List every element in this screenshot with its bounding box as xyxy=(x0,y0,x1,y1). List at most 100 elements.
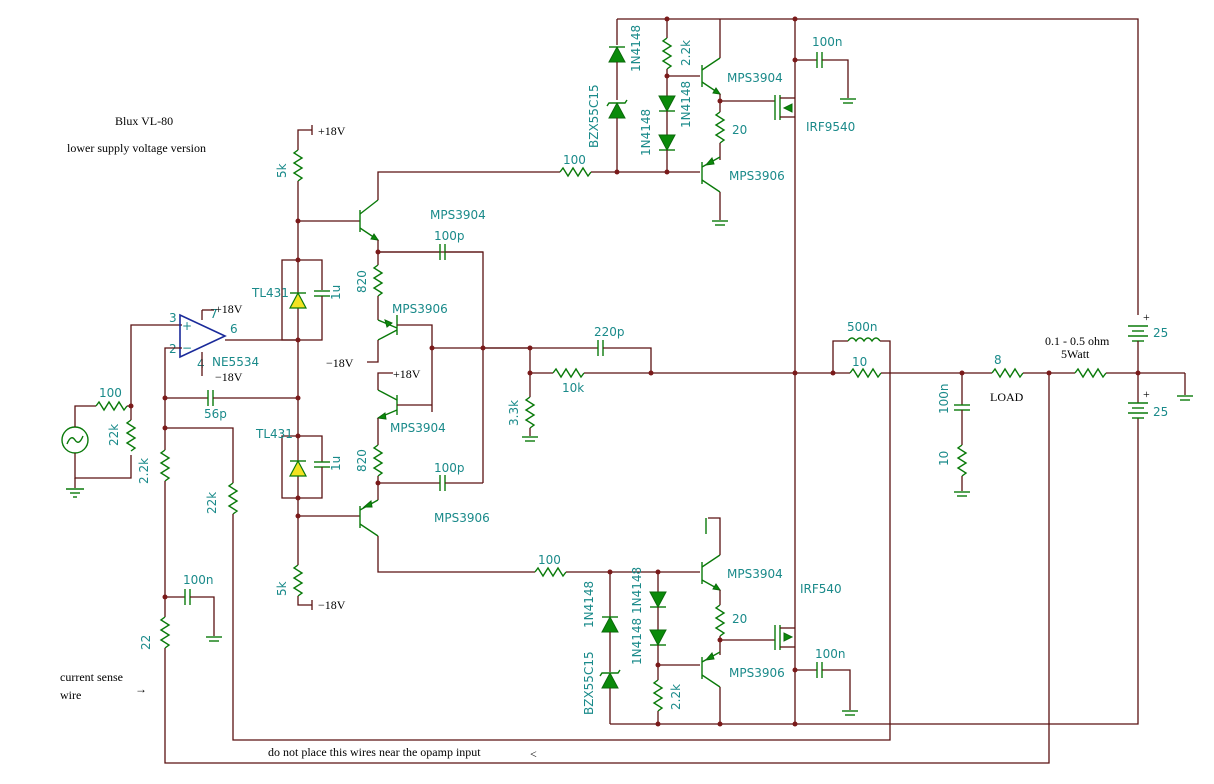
transistor-mps3906-mid: MPS3906 xyxy=(377,302,448,341)
transistor-mps3904-upper: MPS3904 xyxy=(359,199,486,241)
svg-text:2.2k: 2.2k xyxy=(669,684,683,710)
svg-text:−: − xyxy=(182,341,192,355)
capacitor-100n-bottom: 100n xyxy=(795,647,858,716)
transistor-mps3904-mid: MPS3904 xyxy=(376,389,446,435)
resistor-10k: 10k xyxy=(552,367,585,395)
svg-text:220p: 220p xyxy=(594,325,625,339)
svg-text:+: + xyxy=(182,319,192,333)
svg-text:1u: 1u xyxy=(329,285,343,300)
zener-top: 1N4148 BZX55C15 xyxy=(587,19,643,172)
svg-text:820: 820 xyxy=(355,449,369,472)
svg-text:20: 20 xyxy=(732,612,747,626)
svg-text:2: 2 xyxy=(169,342,177,356)
svg-text:TL431: TL431 xyxy=(251,286,289,300)
resistor-5k-bottom: 5k −18V xyxy=(275,516,346,612)
svg-text:1N4148: 1N4148 xyxy=(679,81,693,128)
svg-text:22k: 22k xyxy=(205,492,219,514)
svg-text:2.2k: 2.2k xyxy=(137,458,151,484)
zener-bottom: 1N4148 BZX55C15 xyxy=(582,572,795,725)
svg-text:10k: 10k xyxy=(562,381,584,395)
svg-text:20: 20 xyxy=(732,123,747,137)
svg-text:100: 100 xyxy=(99,386,122,400)
svg-text:BZX55C15: BZX55C15 xyxy=(587,84,601,148)
svg-text:MPS3906: MPS3906 xyxy=(392,302,448,316)
mosfet-irf9540: IRF9540 xyxy=(774,95,855,134)
svg-text:TL431: TL431 xyxy=(255,427,293,441)
top-rail-18v: +18V xyxy=(297,124,346,150)
svg-text:MPS3906: MPS3906 xyxy=(729,169,785,183)
svg-text:MPS3904: MPS3904 xyxy=(727,567,783,581)
svg-text:100: 100 xyxy=(538,553,561,567)
svg-text:3.3k: 3.3k xyxy=(507,400,521,426)
svg-text:25: 25 xyxy=(1153,326,1168,340)
svg-text:6: 6 xyxy=(230,322,238,336)
transistor-mps3906-bottom: MPS3906 xyxy=(701,651,785,688)
svg-text:MPS3906: MPS3906 xyxy=(729,666,785,680)
svg-text:IRF540: IRF540 xyxy=(800,582,842,596)
svg-text:+: + xyxy=(1143,310,1150,324)
capacitor-100p-top: 100p xyxy=(378,229,484,483)
svg-text:1N4148: 1N4148 xyxy=(629,25,643,72)
svg-text:100n: 100n xyxy=(183,573,214,587)
resistor-820-bottom: 820 xyxy=(355,418,384,500)
tl431-bottom: TL431 1u xyxy=(255,427,343,499)
resistor-22k-feedback: 22k xyxy=(205,482,239,515)
resistor-2k2-top: 2.2k xyxy=(661,19,693,70)
svg-text:100n: 100n xyxy=(815,647,846,661)
resistor-3k3: 3.3k xyxy=(507,373,538,442)
opamp-pos-rail: +18V xyxy=(215,302,243,316)
schematic-title: Blux VL-80 xyxy=(115,114,173,128)
svg-text:5Watt: 5Watt xyxy=(1061,347,1090,361)
svg-text:10: 10 xyxy=(937,451,951,466)
current-sense-label-2: wire xyxy=(60,688,81,702)
current-sense-label: current sense xyxy=(60,670,123,684)
svg-text:IRF9540: IRF9540 xyxy=(806,120,855,134)
battery-bottom-25: + 25 xyxy=(1128,373,1168,419)
svg-text:1N4148: 1N4148 xyxy=(639,109,653,156)
diodes-1n4148-top: 1N4148 1N4148 xyxy=(639,76,693,172)
svg-text:1N4148: 1N4148 xyxy=(582,581,596,628)
svg-text:2.2k: 2.2k xyxy=(679,40,693,66)
current-sense-arrow: → xyxy=(135,682,147,696)
svg-text:8: 8 xyxy=(994,353,1002,367)
svg-text:MPS3904: MPS3904 xyxy=(727,71,783,85)
resistor-20-top: 20 xyxy=(714,101,747,160)
svg-text:10: 10 xyxy=(852,355,867,369)
svg-text:22k: 22k xyxy=(107,424,121,446)
transistor-mps3904-bottom: MPS3904 xyxy=(701,554,783,591)
load-label: LOAD xyxy=(990,390,1024,404)
resistor-100-top-gate: 100 xyxy=(559,153,592,178)
input-resistor-100: 100 xyxy=(95,386,128,412)
capacitor-100n-feedback: 100n xyxy=(165,573,222,642)
svg-text:7: 7 xyxy=(210,307,218,321)
load-resistor-8: 8 LOAD xyxy=(990,353,1024,404)
transistor-mps3904-top: MPS3904 xyxy=(701,57,783,95)
svg-text:5k: 5k xyxy=(275,163,289,178)
opamp-ne5534: + − 3 2 6 7 4 NE5534 +18V −18V xyxy=(169,302,259,384)
mid-neg-rail: −18V xyxy=(326,356,354,370)
wire-warning-note: do not place this wires near the opamp i… xyxy=(268,745,481,759)
svg-text:3: 3 xyxy=(169,311,177,325)
svg-text:22: 22 xyxy=(139,635,153,650)
sense-resistor: 0.1 - 0.5 ohm 5Watt xyxy=(1045,334,1110,379)
resistor-100-bottom-gate: 100 xyxy=(534,553,567,578)
capacitor-100n-top: 100n xyxy=(795,35,856,104)
svg-text:1N4148: 1N4148 xyxy=(630,567,644,614)
svg-text:100p: 100p xyxy=(434,461,465,475)
mid-pos-rail: +18V xyxy=(393,367,421,381)
resistor-2k2-feedback: 2.2k xyxy=(137,449,171,484)
opamp-neg-rail: −18V xyxy=(215,370,243,384)
svg-text:BZX55C15: BZX55C15 xyxy=(582,651,596,715)
svg-text:100n: 100n xyxy=(937,383,951,414)
svg-text:56p: 56p xyxy=(204,407,227,421)
schematic-subtitle: lower supply voltage version xyxy=(67,141,206,155)
diodes-1n4148-bottom: 1N4148 1N4148 xyxy=(630,567,667,680)
svg-text:500n: 500n xyxy=(847,320,878,334)
resistor-10-output: 10 xyxy=(849,355,882,379)
capacitor-220p: 220p xyxy=(594,325,652,373)
wire-warning-arrow: < xyxy=(530,747,537,761)
svg-text:−18V: −18V xyxy=(318,598,346,612)
svg-text:25: 25 xyxy=(1153,405,1168,419)
input-resistor-22k: 22k xyxy=(107,406,137,452)
opamp-name: NE5534 xyxy=(212,355,259,369)
